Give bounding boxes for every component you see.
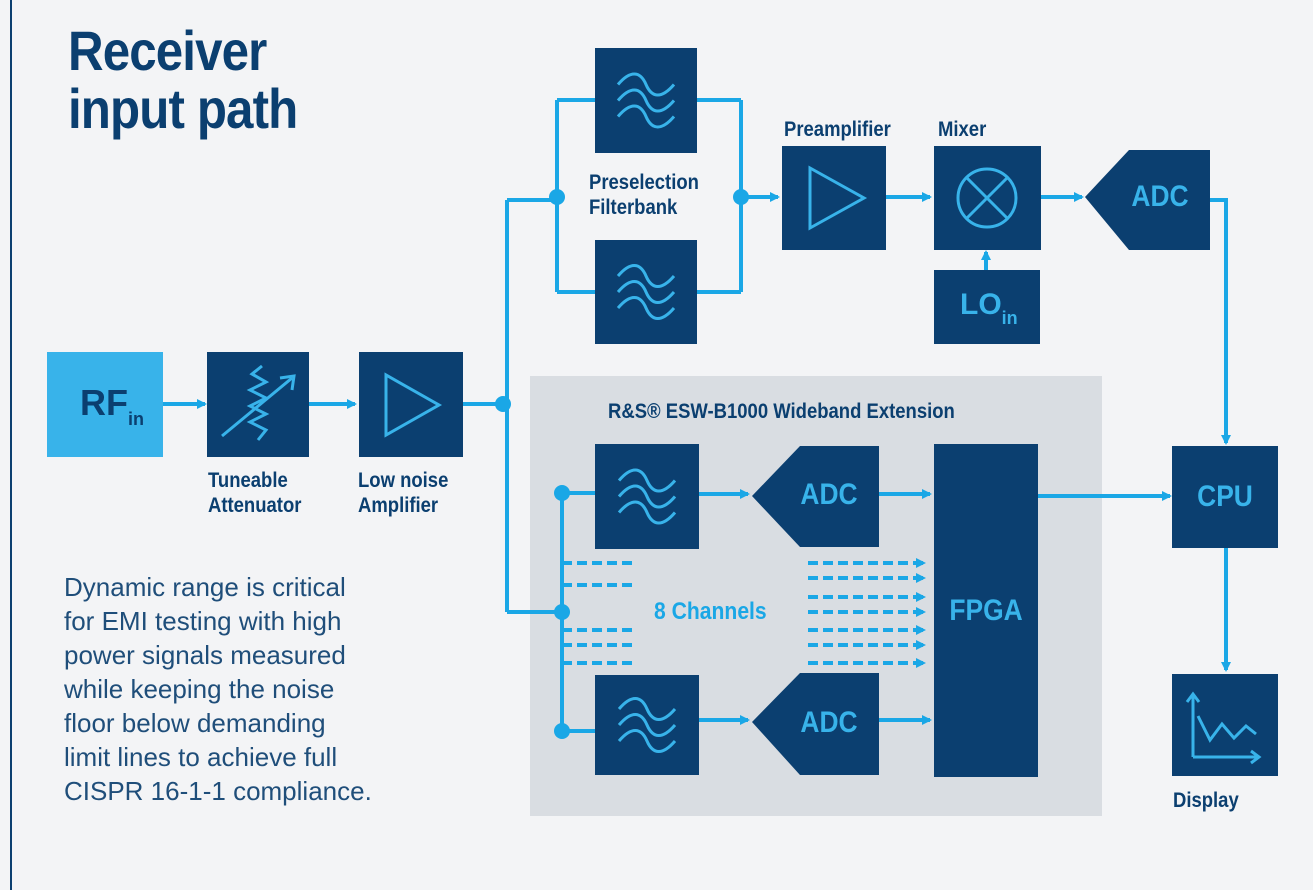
lo-in-block (934, 270, 1040, 344)
attenuator-block (207, 352, 309, 457)
extension-title: R&S® ESW-B1000 Wideband Extension (608, 400, 955, 423)
cpu-label: CPU (1197, 480, 1253, 513)
filter-wave (616, 264, 676, 288)
channel-stubs (562, 558, 926, 668)
mixer-label: Mixer (938, 118, 987, 141)
junction-dots (495, 189, 749, 739)
description-line: floor below demanding (64, 708, 326, 738)
frame-line (10, 0, 12, 890)
filter-blocks (595, 48, 699, 775)
filter-wave (617, 500, 677, 525)
lna-label: Low noise Amplifier (358, 468, 448, 518)
description-line: CISPR 16-1-1 compliance. (64, 776, 372, 806)
rf-in-sub: in (128, 409, 144, 429)
filter-wave (617, 468, 677, 493)
channels-label: 8 Channels (654, 598, 767, 625)
filter-icon (617, 468, 677, 525)
preselection-label-line-1: Preselection (589, 171, 699, 194)
filter-wave (616, 72, 676, 97)
amplifier-icon (808, 165, 868, 231)
filter-icon (616, 72, 676, 129)
chart-icon (1185, 691, 1262, 765)
adc-upper-label: ADC (800, 478, 858, 511)
diagram-title: Receiver input path (68, 19, 298, 140)
cpu-block (1172, 446, 1278, 548)
rf-in-label: RFin (80, 382, 144, 430)
filter-wave (617, 729, 677, 753)
filter-wave (616, 88, 676, 113)
description-line: power signals measured (64, 640, 346, 670)
adc-lower-label: ADC (800, 706, 858, 739)
description-line: Dynamic range is critical (64, 572, 346, 602)
display-label: Display (1173, 789, 1239, 812)
preselection-label-line-2: Filterbank (589, 196, 678, 219)
rf-in-block (47, 352, 163, 457)
adc-top-label: ADC (1131, 180, 1189, 213)
lo-in-label: LOin (960, 288, 1018, 329)
lna-block (359, 352, 463, 457)
description-line: limit lines to achieve full (64, 742, 338, 772)
rf-in-main: RF (80, 382, 128, 423)
filter-icon (616, 264, 676, 320)
attenuator-label: Tuneable Attenuator (208, 468, 301, 518)
description-line: while keeping the noise (64, 674, 335, 704)
fpga-block (934, 444, 1038, 777)
adc-upper-block (752, 446, 879, 547)
preselection-label: Preselection Filterbank (589, 170, 699, 220)
mixer-icon (956, 167, 1018, 229)
attenuator-icon (221, 364, 296, 441)
lna-label-line-2: Amplifier (358, 494, 439, 517)
filter-wave (616, 104, 676, 129)
attenuator-label-line-2: Attenuator (208, 494, 302, 517)
preamplifier-block (782, 146, 886, 250)
filter-wave (617, 484, 677, 509)
lo-in-main: LO (960, 288, 1002, 321)
fpga-label: FPGA (949, 594, 1023, 627)
filter-wave (617, 697, 677, 721)
adc-top-block (1085, 150, 1210, 250)
attenuator-label-line-1: Tuneable (208, 469, 288, 492)
title-line-1: Receiver (68, 19, 267, 82)
adc-lower-block (752, 673, 879, 775)
description-line: for EMI testing with high (64, 606, 342, 636)
title-line-2: input path (68, 77, 298, 140)
filter-wave (617, 713, 677, 737)
lna-label-line-1: Low noise (358, 469, 449, 492)
mixer-block (934, 146, 1041, 250)
amplifier-icon (384, 372, 443, 438)
lo-in-sub: in (1001, 308, 1018, 328)
description-text: Dynamic range is critical for EMI testin… (64, 570, 464, 808)
filter-wave (616, 296, 676, 320)
filter-icon (617, 697, 677, 753)
display-block (1172, 674, 1278, 776)
filter-wave (616, 280, 676, 304)
preamplifier-label: Preamplifier (784, 118, 891, 141)
